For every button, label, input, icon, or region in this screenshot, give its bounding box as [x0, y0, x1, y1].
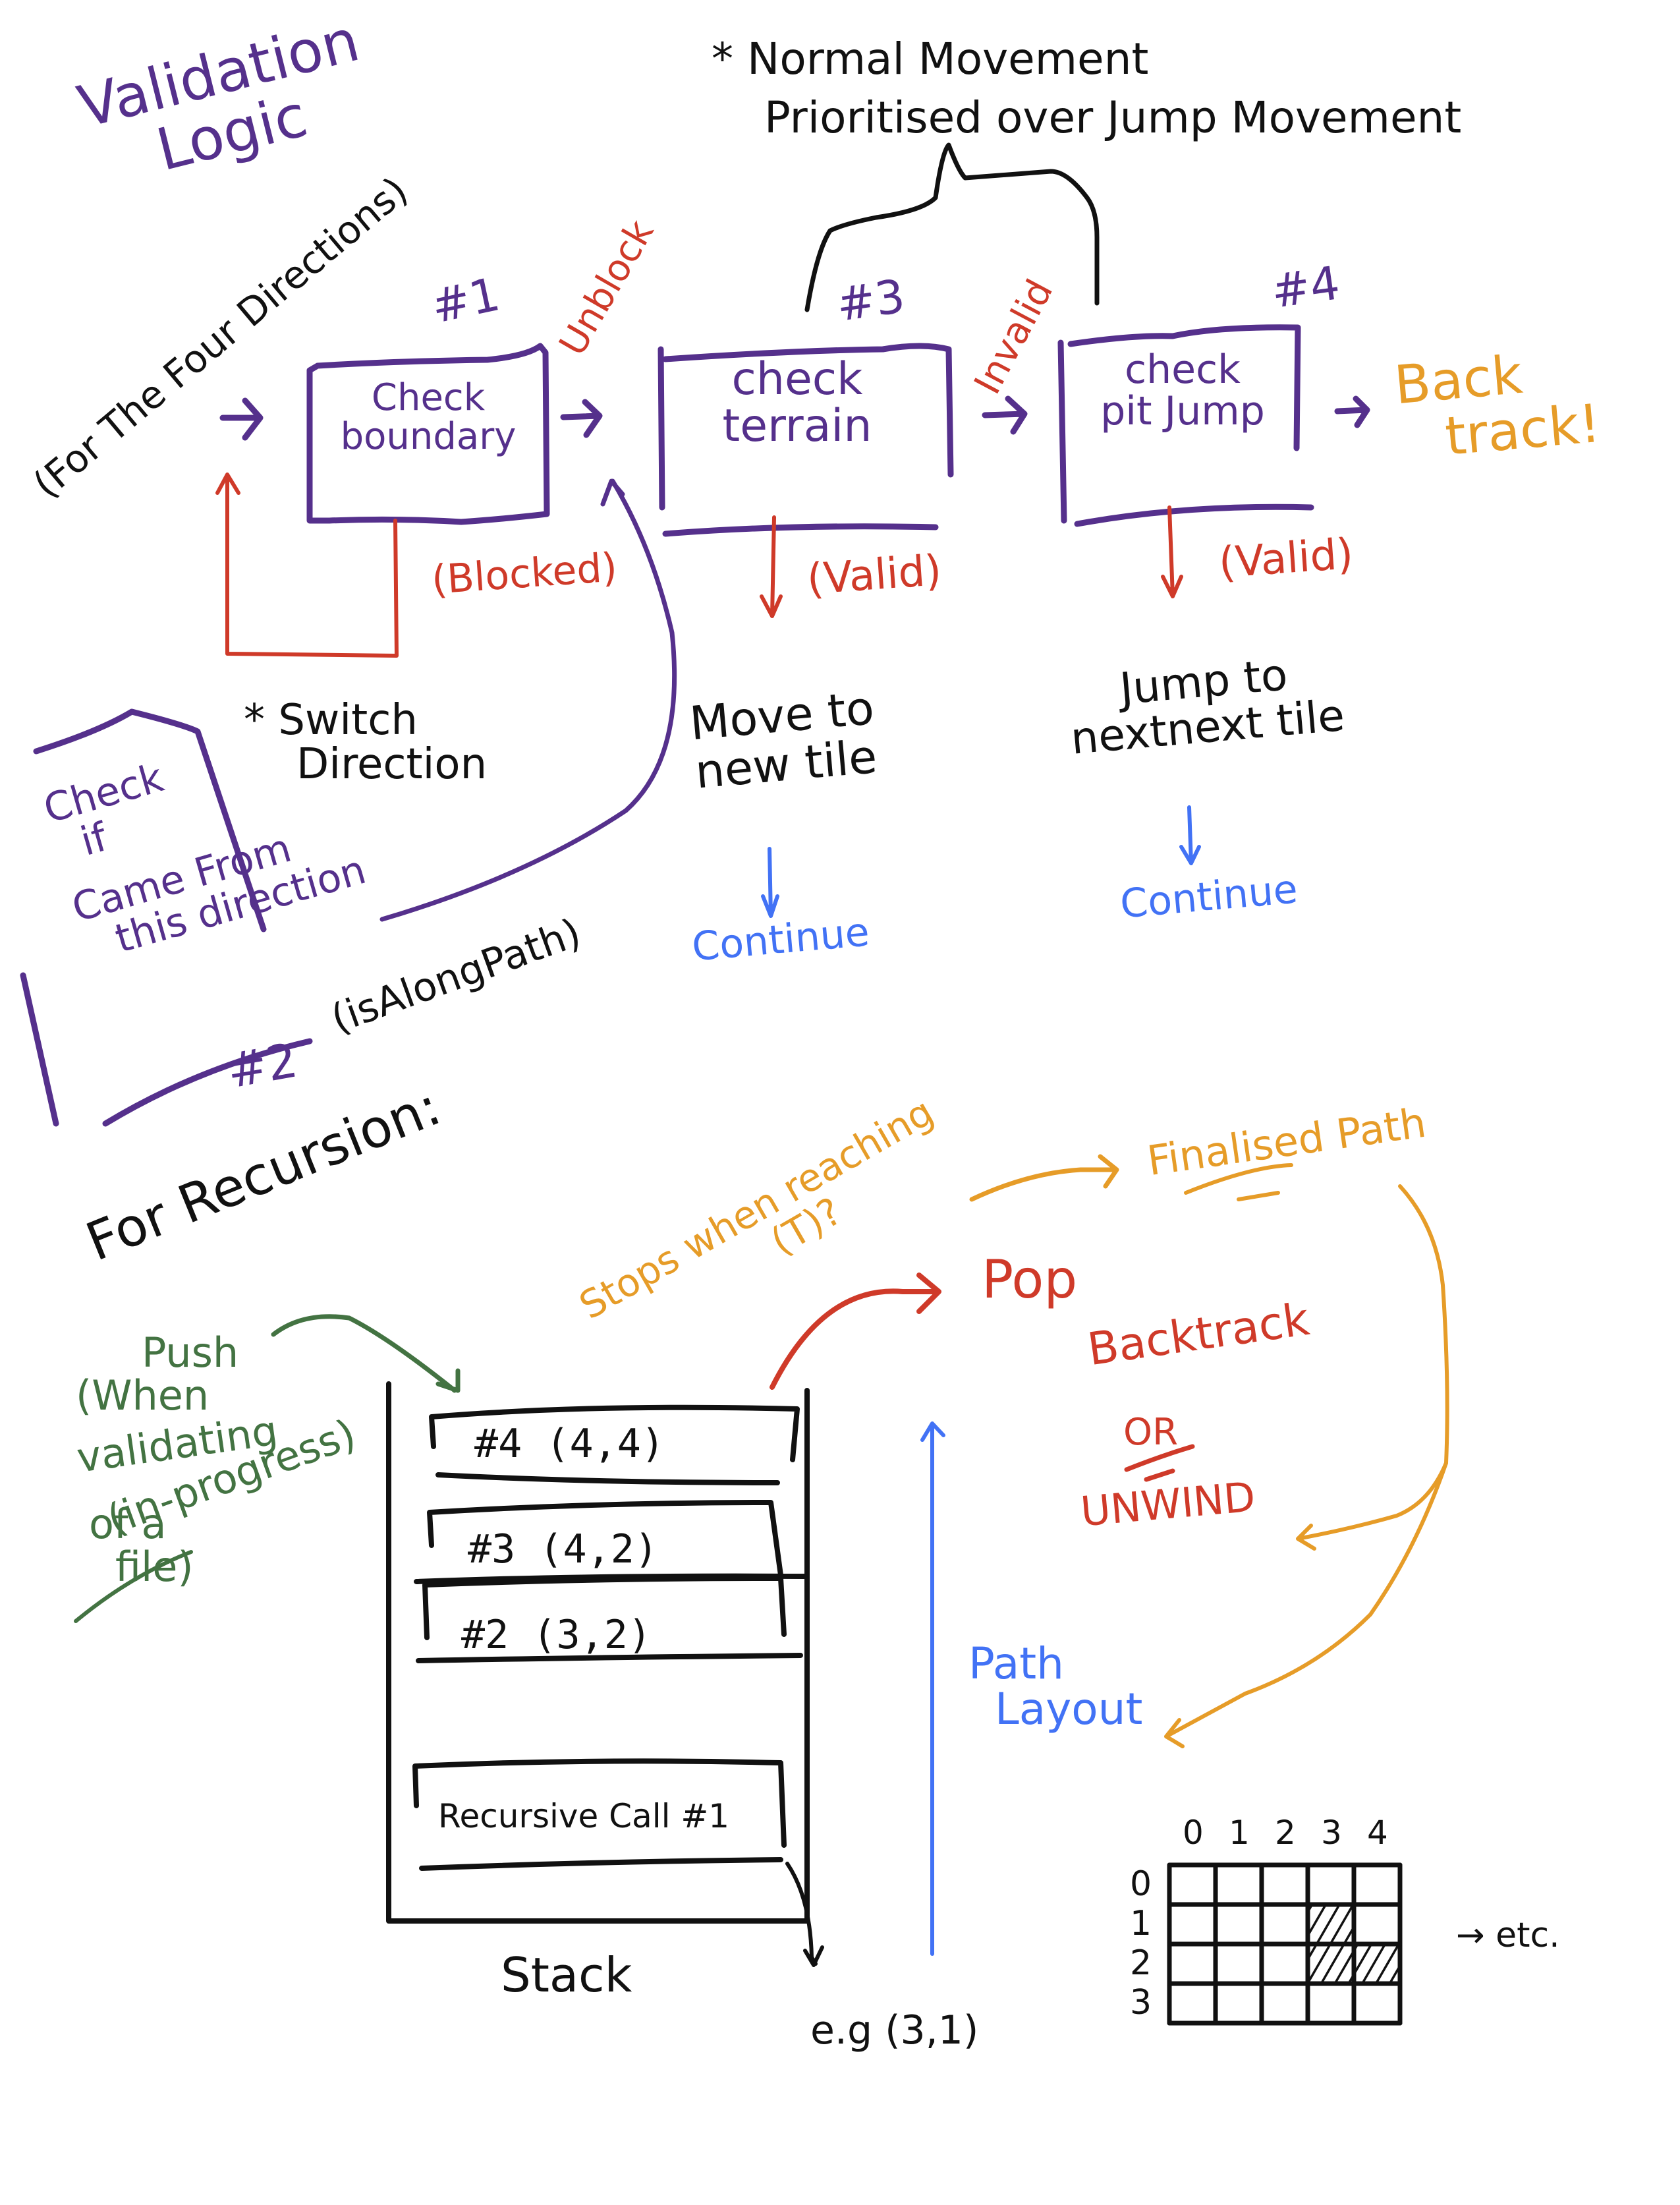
- priority-note-line2: Prioritised over Jump Movement: [764, 92, 1462, 144]
- edge-valid-terrain: (Valid): [805, 546, 943, 605]
- switch-direction-line2: Direction: [296, 740, 488, 789]
- grid-row-label: 2: [1130, 1943, 1152, 1983]
- arrow-stack-to-example: [785, 1862, 824, 1967]
- step-4-label-line2: pit Jump: [1100, 388, 1265, 434]
- stack-label: Stack: [501, 1947, 632, 2003]
- stack-frame-outline-4: [429, 1404, 800, 1485]
- switch-direction-line1: * Switch: [244, 696, 418, 745]
- stack-frame-outline-2: [416, 1576, 803, 1663]
- arrow-stops-to-finalised: [969, 1154, 1119, 1202]
- arrow-boundary-to-terrain: [560, 399, 603, 438]
- step-1-label-line1: Check: [371, 376, 486, 419]
- arrow-jump-valid: [1161, 505, 1183, 598]
- grid-row-label: 0: [1130, 1864, 1152, 1904]
- arrow-move-continue: [761, 847, 779, 918]
- path-layout-label: Path Layout: [968, 1641, 1142, 1732]
- step-3-label-line1: check: [731, 353, 863, 405]
- path-layout-grid: [1167, 1862, 1403, 2026]
- finalised-underline: [1184, 1163, 1293, 1201]
- arrow-push: [271, 1314, 461, 1393]
- grid-column-label: 4: [1367, 1814, 1388, 1852]
- path-layout-line1: Path: [968, 1638, 1064, 1689]
- arrow-terrain-to-jump: [982, 395, 1028, 435]
- stack-frame-1: Recursive Call #1: [438, 1797, 730, 1835]
- grid-column-label: 1: [1229, 1814, 1250, 1852]
- grid-shaded-cell: [1308, 1904, 1354, 1944]
- arrow-pop: [770, 1273, 941, 1390]
- arrow-finalised-to-unwind: [1296, 1184, 1449, 1551]
- arrow-jump-continue: [1179, 805, 1201, 865]
- box-check-boundary: [306, 343, 550, 525]
- move-outcome: Move to new tile: [655, 681, 912, 800]
- stack-frame-outline-1: [412, 1758, 787, 1871]
- arrow-jump-to-backtrack: [1334, 395, 1370, 428]
- arrow-path-layout-up: [920, 1421, 945, 1956]
- priority-note: * Normal Movement Prioritised over Jump …: [712, 36, 1461, 141]
- stack-frame-3: #3 (4,2): [468, 1526, 658, 1572]
- grid-shaded-cell: [1308, 1944, 1354, 1984]
- step-3-number: #3: [833, 269, 909, 332]
- stack-frame-4: #4 (4,4): [474, 1421, 665, 1467]
- push-line6: file): [115, 1543, 194, 1591]
- step-3-label: check terrain: [672, 356, 922, 450]
- arrow-into-boundary: [219, 397, 264, 441]
- push-line5: of a: [89, 1500, 167, 1549]
- step-1-label: Check boundary: [329, 376, 527, 458]
- step-4-label-line1: check: [1125, 347, 1241, 393]
- backtrack-label: Back track!: [1392, 341, 1603, 469]
- box-check-terrain: [658, 343, 954, 537]
- step-3-label-line2: terrain: [722, 400, 872, 453]
- edge-valid-jump: (Valid): [1217, 529, 1355, 588]
- box-check-came-from: [20, 708, 313, 1127]
- arrow-blocked-loop: [215, 472, 399, 658]
- pop-label: Pop: [982, 1249, 1078, 1310]
- or-label: OR: [1123, 1411, 1178, 1454]
- grid-row-label: 1: [1130, 1904, 1152, 1943]
- step-4-label: check pit Jump: [1074, 349, 1291, 432]
- validating-underline: [74, 1550, 193, 1623]
- step-2-number: #2: [223, 1032, 302, 1099]
- grid-column-label: 0: [1183, 1814, 1204, 1852]
- arrow-finalised-to-path-layout: [1164, 1461, 1448, 1748]
- box-check-pit-jump: [1057, 324, 1314, 527]
- grid-shaded-cell: [1354, 1944, 1400, 1984]
- grid-column-label: 3: [1321, 1814, 1342, 1852]
- stack-container: [386, 1381, 810, 1924]
- or-underline: [1124, 1444, 1195, 1482]
- step-4-number: #4: [1268, 256, 1343, 319]
- example-coordinate: e.g (3,1): [810, 2007, 979, 2053]
- grid-column-label: 2: [1275, 1814, 1296, 1852]
- switch-direction-note: * Switch Direction: [244, 696, 488, 789]
- priority-brace: [804, 142, 1100, 312]
- push-note: Push (When validating (in-progress) of a…: [74, 1329, 362, 1591]
- arrow-terrain-valid: [760, 515, 783, 618]
- step-1-label-line2: boundary: [340, 415, 517, 458]
- stack-frame-2: #2 (3,2): [461, 1612, 652, 1658]
- priority-note-line1: * Normal Movement: [712, 34, 1149, 84]
- push-line1: Push: [142, 1329, 239, 1377]
- grid-row-label: 3: [1130, 1983, 1152, 2022]
- path-layout-line2: Layout: [995, 1684, 1143, 1735]
- arrow-came-from-to-boundary: [379, 478, 677, 922]
- grid-etc: → etc.: [1456, 1916, 1560, 1955]
- push-line2: (When: [76, 1371, 210, 1420]
